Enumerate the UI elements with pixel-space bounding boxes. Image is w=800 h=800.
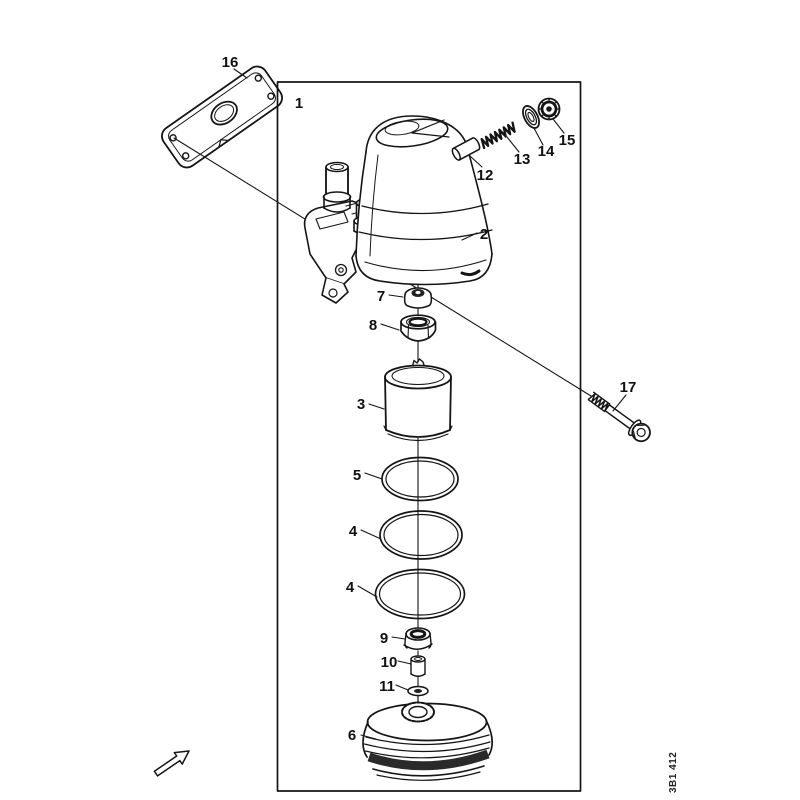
spring-drawing	[480, 121, 516, 150]
seal-cup-drawing	[403, 627, 433, 651]
sealing-washer-drawing	[522, 105, 540, 129]
part-label-16: 16	[222, 54, 239, 71]
gasket-drawing	[161, 65, 283, 169]
part-label-2: 2	[480, 226, 488, 243]
part-label-4b: 4	[346, 579, 355, 596]
part-label-7: 7	[377, 288, 385, 305]
part-label-9: 9	[380, 630, 388, 647]
o-ring-4b-drawing	[374, 568, 466, 620]
orientation-arrow-icon	[153, 750, 190, 777]
pin-drawing	[451, 137, 481, 161]
part-label-15: 15	[559, 132, 576, 149]
part-label-17: 17	[620, 379, 637, 396]
o-ring-4a-drawing	[379, 510, 463, 560]
part-label-5: 5	[353, 467, 361, 484]
part-label-6: 6	[348, 727, 356, 744]
filter-head-drawing	[303, 115, 493, 304]
part-label-12: 12	[477, 167, 494, 184]
part-label-3: 3	[357, 396, 365, 413]
filter-bowl-drawing	[362, 696, 493, 781]
part-label-14: 14	[538, 143, 555, 160]
part-label-4a: 4	[349, 523, 358, 540]
o-ring-5-drawing	[381, 456, 459, 502]
doc-number: 3B1 412	[668, 752, 679, 793]
spacer-bushing-drawing	[410, 655, 426, 677]
cap-screw-drawing	[587, 391, 651, 443]
part-label-8: 8	[369, 317, 377, 334]
plug-drawing	[537, 97, 561, 121]
part-label-11: 11	[379, 678, 395, 695]
leader-lines	[233, 68, 627, 740]
part-label-13: 13	[514, 151, 531, 168]
part-label-10: 10	[381, 654, 398, 671]
washer-drawing	[407, 685, 429, 697]
filter-element-drawing	[383, 358, 453, 442]
grommet-drawing	[403, 287, 433, 309]
part-label-1: 1	[295, 95, 303, 112]
retaining-nut-drawing	[400, 314, 437, 342]
assembly-frame-box	[276, 81, 582, 792]
